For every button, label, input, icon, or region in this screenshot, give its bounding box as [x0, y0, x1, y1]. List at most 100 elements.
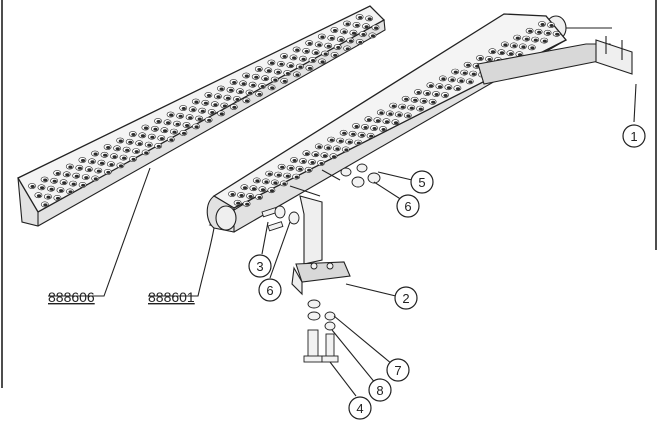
perforation-hole-shadow: [317, 43, 322, 47]
perforation-hole-shadow: [314, 51, 319, 55]
perforation-hole-shadow: [319, 162, 324, 165]
perforation-hole-shadow: [298, 65, 303, 69]
callout-1-text: 1: [630, 129, 637, 144]
perforation-hole-shadow: [36, 194, 42, 198]
perforation-hole-shadow: [367, 17, 372, 21]
perforation-hole-shadow: [364, 25, 369, 29]
perforation-hole-shadow: [248, 195, 253, 198]
perforation-hole-shadow: [418, 107, 423, 111]
perforation-hole-shadow: [242, 186, 248, 190]
perforation-hole-shadow: [81, 183, 86, 187]
perforation-hole-shadow: [172, 130, 177, 134]
perforation-hole-shadow: [292, 56, 297, 60]
leader-lines: [48, 83, 637, 397]
perforation-hole-shadow: [260, 188, 266, 192]
perforation-hole-shadow: [282, 182, 287, 186]
perforation-hole-shadow: [512, 44, 517, 48]
perforation-hole-shadow: [118, 164, 124, 168]
perforation-hole-shadow: [282, 55, 287, 58]
perforation-hole-shadow: [207, 118, 212, 122]
perforation-hole-shadow: [311, 59, 316, 62]
perforation-hole-shadow: [307, 168, 312, 172]
perforation-hole-shadow: [280, 165, 285, 169]
perforation-hole-shadow: [238, 90, 243, 94]
mounting-bracket: [289, 169, 351, 296]
perforation-hole-shadow: [388, 112, 393, 116]
fasteners-upper: [340, 163, 381, 188]
perforation-hole-shadow: [446, 86, 452, 90]
perforation-hole-shadow: [156, 120, 161, 123]
perforation-hole-shadow: [374, 26, 379, 30]
perforation-hole-shadow: [112, 155, 117, 159]
callout-6-upper: 6: [396, 194, 420, 218]
perforation-hole-shadow: [131, 133, 136, 136]
callout-4-text: 4: [356, 401, 363, 416]
perforation-hole-shadow: [471, 72, 476, 76]
part-label-888601: 888601: [148, 289, 195, 305]
perforation-hole-shadow: [307, 66, 313, 70]
perforation-hole-shadow: [244, 99, 250, 103]
perforation-hole-shadow: [354, 125, 359, 128]
perforation-hole-shadow: [508, 52, 514, 56]
perforation-hole-shadow: [285, 72, 290, 75]
perforation-hole-shadow: [533, 38, 538, 42]
perforation-hole-shadow: [80, 159, 86, 162]
perforation-hole-shadow: [372, 127, 377, 130]
perforation-hole-shadow: [162, 129, 168, 133]
perforation-hole-shadow: [96, 169, 101, 173]
perforation-hole-shadow: [55, 196, 61, 200]
perforation-holes-left: [28, 14, 380, 208]
perforation-hole-shadow: [232, 105, 237, 109]
perforation-hole-shadow: [329, 36, 334, 40]
perforation-hole-shadow: [245, 202, 250, 206]
perforation-hole-shadow: [255, 179, 260, 183]
perforation-hole-shadow: [166, 121, 171, 125]
perforation-hole-shadow: [358, 40, 363, 44]
callout-6-upper-text: 6: [404, 199, 411, 214]
perforation-hole-shadow: [257, 68, 262, 71]
perforation-hole-shadow: [542, 39, 547, 43]
perforation-hole-shadow: [351, 132, 356, 136]
perforation-hole-shadow: [144, 151, 149, 155]
perforation-hole-shadow: [222, 104, 227, 108]
perforation-hole-shadow: [206, 94, 212, 97]
perforation-hole-shadow: [93, 152, 98, 156]
perforation-hole-shadow: [307, 42, 312, 45]
perforation-hole-shadow: [200, 109, 205, 113]
perforation-hole-shadow: [425, 92, 430, 95]
perforation-hole-shadow: [46, 195, 51, 199]
front-tube-end: [215, 205, 237, 231]
callout-8-text: 8: [376, 383, 383, 398]
perforation-hole-shadow: [131, 157, 136, 161]
perforation-hole-shadow: [276, 70, 281, 74]
perforation-hole-shadow: [30, 185, 35, 188]
perforation-hole-shadow: [320, 60, 325, 64]
perforation-hole-shadow: [530, 46, 535, 50]
perforation-hole-shadow: [210, 111, 215, 114]
perforation-hole-shadow: [499, 51, 505, 55]
perforation-hole-shadow: [322, 154, 328, 158]
perforation-hole-shadow: [370, 34, 376, 38]
perforation-hole-shadow: [266, 69, 271, 73]
perforation-hole-shadow: [326, 146, 331, 150]
perforation-hole-shadow: [360, 133, 365, 137]
perforation-hole-shadow: [175, 122, 180, 126]
perforation-hole-shadow: [269, 61, 275, 65]
perforation-hole-shadow: [232, 81, 237, 84]
perforation-hole-shadow: [468, 80, 473, 84]
perforation-hole-shadow: [40, 186, 45, 190]
perforation-hole-shadow: [453, 70, 458, 74]
perforation-hole-shadow: [381, 128, 386, 131]
perforation-hole-shadow: [194, 125, 199, 129]
perforation-hole-shadow: [239, 194, 244, 197]
perforation-hole-shadow: [241, 82, 246, 86]
perforation-hole-shadow: [304, 49, 309, 53]
perforation-hole-shadow: [87, 168, 92, 172]
perforation-hole-shadow: [517, 53, 523, 57]
perforation-hole-shadow: [428, 84, 434, 88]
callout-5-text: 5: [418, 175, 425, 190]
perforation-hole-shadow: [125, 148, 130, 152]
perforation-hole-shadow: [52, 179, 57, 183]
perforation-hole-shadow: [524, 37, 529, 41]
perforation-hole-shadow: [404, 97, 409, 101]
